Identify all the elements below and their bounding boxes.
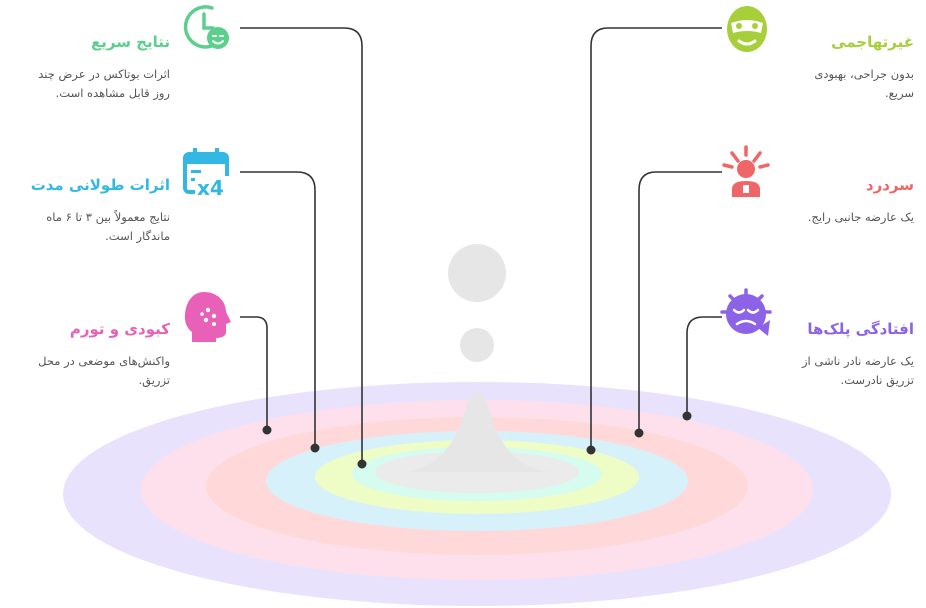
connector-line-6: [686, 316, 722, 416]
connector-line-1: [240, 27, 363, 464]
droplet-splash: [404, 244, 550, 472]
droopy-face-icon: [720, 288, 772, 336]
item-description: یک عارضه نادر ناشی از تزریق نادرست.: [801, 354, 914, 387]
headache-icon: [722, 145, 770, 197]
connector-dot-5: [634, 428, 644, 438]
item-description: یک عارضه جانبی رایج.: [807, 210, 914, 224]
svg-text:x4: x4: [197, 176, 224, 200]
droplet-small: [460, 328, 494, 362]
connector-line-4: [590, 27, 722, 450]
connector-line-5: [638, 171, 722, 433]
connector-dots: [262, 411, 692, 469]
item-non-invasive: غیرتهاجمی بدون جراحی، بهبودی سریع.: [784, 33, 914, 103]
connector-dot-6: [682, 411, 692, 421]
item-title: نتایج سریع: [90, 33, 170, 51]
item-long-lasting: اثرات طولانی مدت نتایج معمولاً بین ۳ تا …: [20, 176, 170, 246]
connector-dot-2: [310, 443, 320, 453]
face-dots-icon: [184, 292, 231, 342]
splash-peak: [404, 392, 550, 472]
item-title: سردرد: [865, 176, 914, 194]
item-description: نتایج معمولاً بین ۳ تا ۶ ماه ماندگار است…: [46, 210, 170, 243]
ripple-rings: [63, 382, 891, 606]
connector-dot-1: [357, 459, 367, 469]
item-description: بدون جراحی، بهبودی سریع.: [814, 67, 914, 100]
item-quick-results: نتایج سریع اثرات بوتاکس در عرض چند روز ق…: [20, 33, 170, 103]
connector-dot-3: [262, 425, 272, 435]
item-title: افتادگی پلک‌ها: [807, 320, 914, 338]
item-bruising-swelling: کبودی و تورم واکنش‌های موضعی در محل تزری…: [20, 320, 170, 390]
item-title: اثرات طولانی مدت: [30, 176, 170, 194]
connector-line-2: [240, 171, 316, 448]
item-eyelid-drooping: افتادگی پلک‌ها یک عارضه نادر ناشی از تزر…: [784, 320, 914, 390]
item-title: غیرتهاجمی: [831, 33, 914, 51]
connector-dot-4: [586, 445, 596, 455]
clock-smile-icon: [183, 5, 229, 49]
item-description: اثرات بوتاکس در عرض چند روز قابل مشاهده …: [38, 67, 170, 100]
calendar-x4-icon: x4: [183, 148, 231, 200]
mask-face-icon: [727, 6, 767, 52]
connector-line-3: [240, 316, 268, 430]
item-description: واکنش‌های موضعی در محل تزریق.: [38, 354, 170, 387]
droplet-large: [448, 244, 506, 302]
connector-lines: [240, 27, 722, 464]
item-title: کبودی و تورم: [69, 320, 170, 338]
item-headache: سردرد یک عارضه جانبی رایج.: [784, 176, 914, 227]
